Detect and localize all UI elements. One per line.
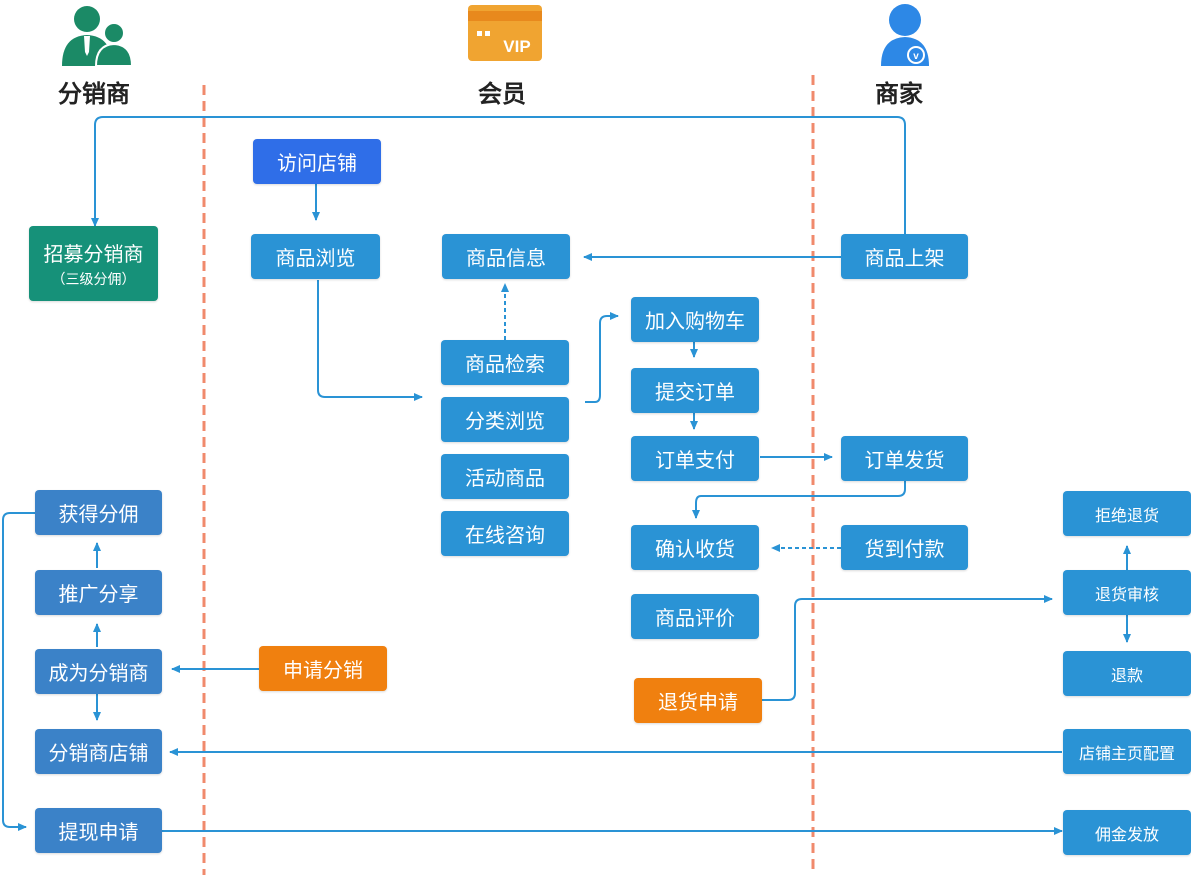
node-store-config[interactable]: 店铺主页配置 [1063,729,1191,774]
node-consult[interactable]: 在线咨询 [441,511,569,556]
vip-card-icon: VIP [468,5,542,61]
node-commission-payout[interactable]: 佣金发放 [1063,810,1191,855]
link-category-cart [585,312,619,403]
link-return-review [762,595,1053,701]
merchant-icon: v [881,4,929,66]
link-browse-category [317,280,423,401]
node-browse[interactable]: 商品浏览 [251,234,380,279]
lane-title-distributor: 分销商 [58,80,130,108]
lane-title-merchant: 商家 [875,80,923,108]
vip-text: VIP [503,37,530,56]
link-commission-withdraw [2,512,35,831]
node-ship[interactable]: 订单发货 [841,436,968,481]
node-share[interactable]: 推广分享 [35,570,162,615]
node-confirm[interactable]: 确认收货 [631,525,759,570]
node-search[interactable]: 商品检索 [441,340,569,385]
node-product-info[interactable]: 商品信息 [442,234,570,279]
merchant-badge-text: v [913,51,919,62]
node-return-review[interactable]: 退货审核 [1063,570,1191,615]
node-add-cart[interactable]: 加入购物车 [631,297,759,342]
node-category[interactable]: 分类浏览 [441,397,569,442]
node-return-apply[interactable]: 退货申请 [634,678,762,723]
node-promo[interactable]: 活动商品 [441,454,569,499]
node-listing[interactable]: 商品上架 [841,234,968,279]
lane-title-member: 会员 [478,80,526,108]
node-visit-store[interactable]: 访问店铺 [253,139,381,184]
node-submit-order[interactable]: 提交订单 [631,368,759,413]
node-recruit-label: 招募分销商 [43,242,144,266]
link-ship-confirm [692,481,906,519]
node-review[interactable]: 商品评价 [631,594,759,639]
node-distributor-store[interactable]: 分销商店铺 [35,729,162,774]
distributor-icon [62,6,134,67]
node-refund[interactable]: 退款 [1063,651,1191,696]
node-reject-return[interactable]: 拒绝退货 [1063,491,1191,536]
node-get-commission[interactable]: 获得分佣 [35,490,162,535]
node-pay[interactable]: 订单支付 [631,436,759,481]
node-recruit-sub: （三级分佣） [51,272,136,288]
node-recruit[interactable]: 招募分销商 （三级分佣） [29,226,158,301]
node-become-distributor[interactable]: 成为分销商 [35,649,162,694]
node-withdraw[interactable]: 提现申请 [35,808,162,853]
node-cod[interactable]: 货到付款 [841,525,968,570]
link-listing-recruit [91,116,906,234]
node-apply-distribution[interactable]: 申请分销 [259,646,387,691]
